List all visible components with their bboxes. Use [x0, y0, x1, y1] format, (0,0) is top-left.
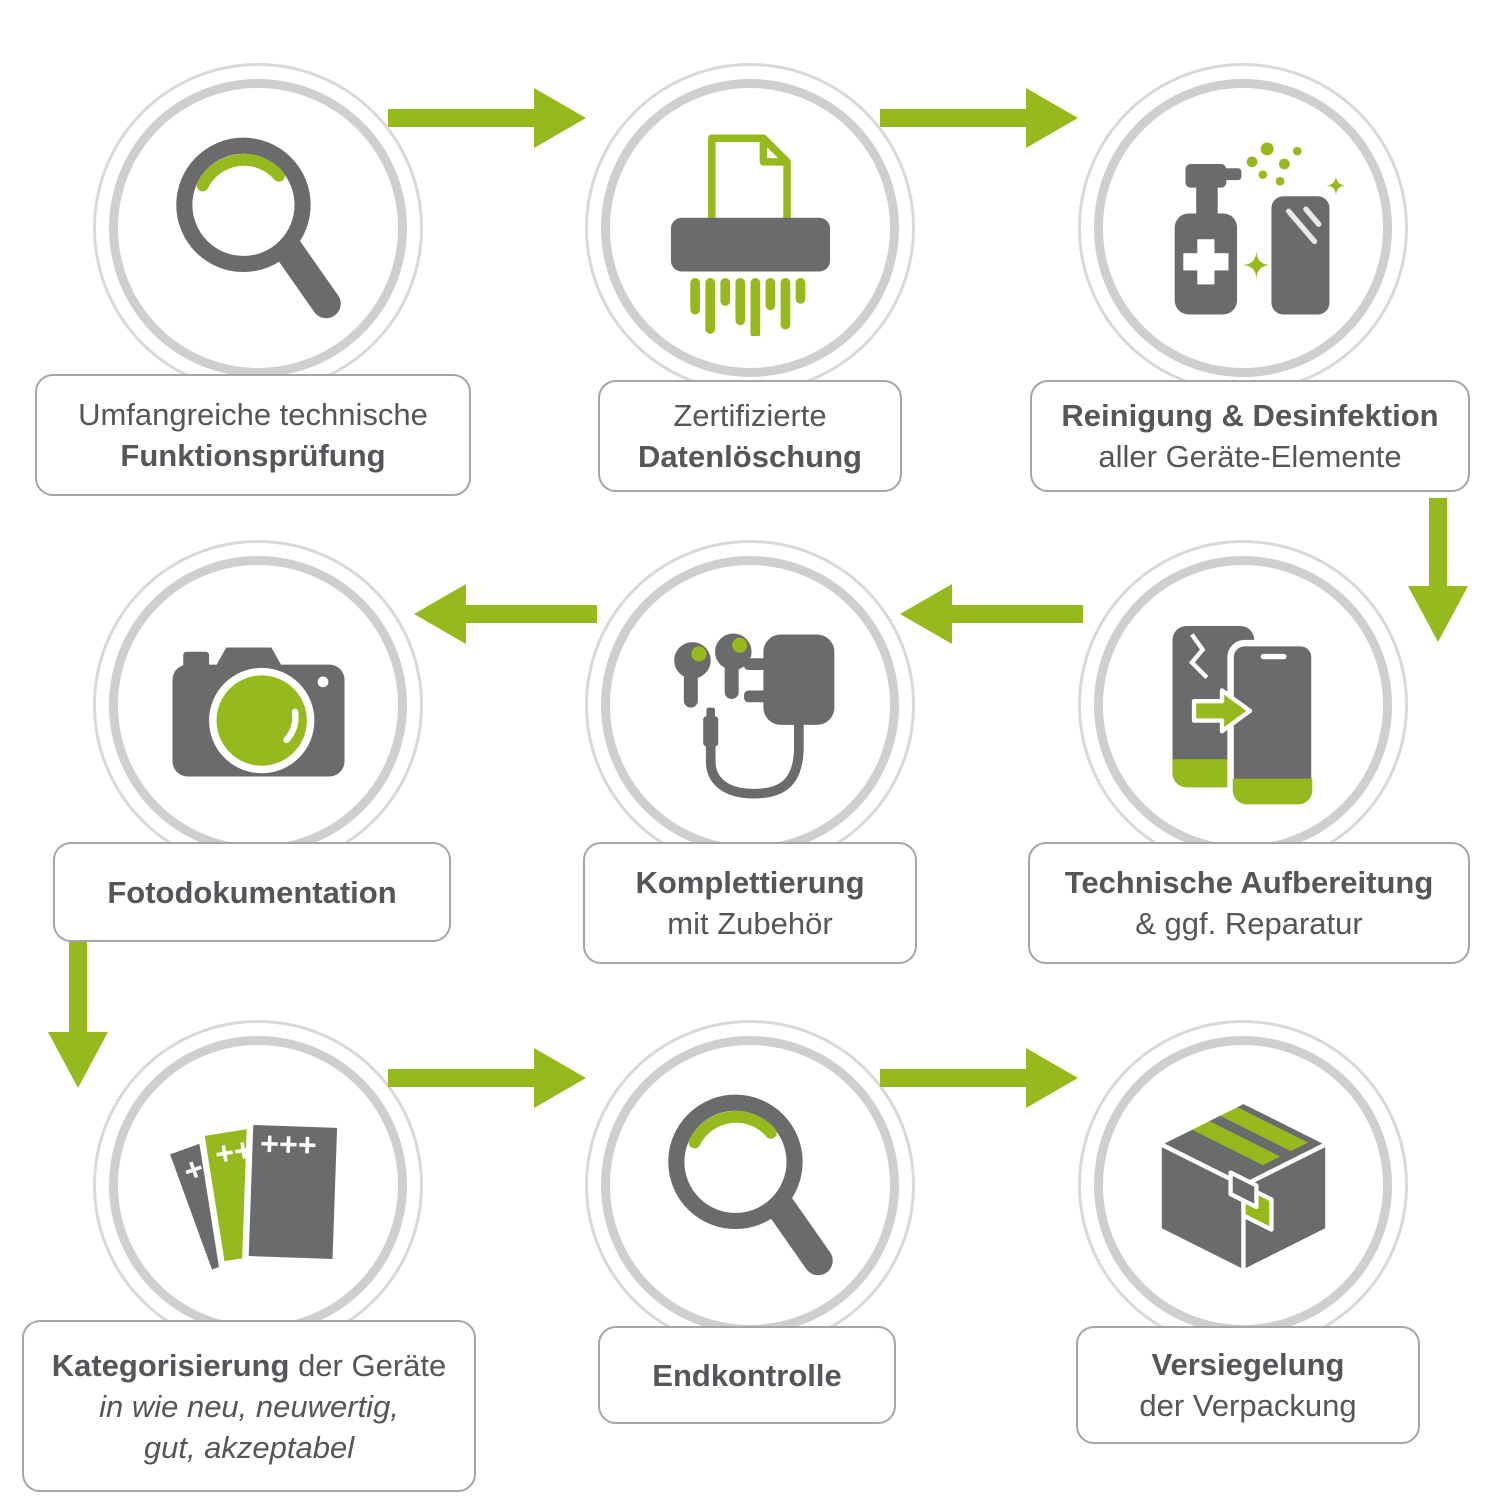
step-5-circle-inner: [601, 556, 899, 854]
label-line: Endkontrolle: [652, 1357, 842, 1393]
step-4-circle: [1078, 540, 1408, 870]
step-2-circle: [585, 63, 915, 393]
step-6-circle-inner: [109, 556, 407, 854]
label-line: in wie neu, neuwertig,: [99, 1388, 399, 1424]
label-line: & ggf. Reparatur: [1135, 906, 1363, 941]
arrow-left-step5-step6: [414, 584, 597, 644]
label-line: der Verpackung: [1139, 1388, 1357, 1423]
step-4-label: Technische Aufbereitung & ggf. Reparatur: [1028, 842, 1470, 964]
step-6-circle: [93, 540, 423, 870]
arrow-down-step3-step4: [1408, 498, 1468, 642]
step-3-circle: [1078, 63, 1408, 393]
label-line: Technische Aufbereitung: [1064, 865, 1434, 900]
step-8-circle: [585, 1020, 915, 1350]
step-8-circle-inner: [601, 1036, 899, 1334]
arrow-right-step7-step8: [388, 1048, 586, 1108]
label-line: Zertifizierte: [673, 398, 827, 433]
step-2-circle-inner: [601, 79, 899, 377]
phone-refurbish-icon: [1172, 625, 1318, 810]
step-2-label: Zertifizierte Datenlöschung: [598, 380, 902, 492]
label-line: Datenlöschung: [638, 439, 862, 474]
disinfection-spray-icon: [1174, 142, 1347, 314]
step-1-label: Umfangreiche technische Funktionsprüfung: [35, 374, 471, 496]
label-line: Kategorisierung der Geräte: [51, 1347, 447, 1383]
label-line: Komplettierung: [635, 865, 865, 900]
label-line: mit Zubehör: [667, 906, 833, 941]
step-8-label: Endkontrolle: [598, 1326, 896, 1424]
card-mark-plus-plus-plus: +++: [259, 1125, 317, 1163]
step-9-label: Versiegelung der Verpackung: [1076, 1326, 1420, 1444]
package-box-icon: [1157, 1099, 1329, 1274]
step-6-label: Fotodokumentation: [53, 842, 451, 942]
step-7-circle: + ++ +++: [93, 1020, 423, 1350]
arrow-left-step4-step5: [900, 584, 1083, 644]
label-line: Reinigung & Desinfektion: [1061, 398, 1439, 433]
step-7-label: Kategorisierung der Geräte in wie neu, n…: [22, 1320, 476, 1492]
step-4-circle-inner: [1094, 556, 1392, 854]
accessories-icon: [673, 632, 834, 798]
step-3-circle-inner: [1094, 79, 1392, 377]
magnifier-icon: [667, 1094, 833, 1275]
grading-cards-icon: + ++ +++: [161, 1115, 344, 1278]
label-line: Versiegelung: [1151, 1347, 1345, 1382]
label-line: Fotodokumentation: [107, 874, 397, 910]
label-line: Umfangreiche technische: [78, 397, 428, 432]
arrow-right-step8-step9: [880, 1048, 1078, 1108]
step-5-circle: [585, 540, 915, 870]
label-line: aller Geräte-Elemente: [1098, 439, 1402, 474]
step-3-label: Reinigung & Desinfektion aller Geräte-El…: [1030, 380, 1470, 492]
step-5-label: Komplettierung mit Zubehör: [583, 842, 917, 964]
arrow-right-step1-step2: [388, 88, 586, 148]
magnifier-icon: [175, 137, 341, 318]
step-9-circle: [1078, 1020, 1408, 1350]
label-line: gut, akzeptabel: [143, 1429, 355, 1465]
step-1-circle-inner: [109, 79, 407, 377]
step-1-circle: [93, 63, 423, 393]
step-9-circle-inner: [1094, 1036, 1392, 1334]
shredder-icon: [670, 133, 830, 336]
camera-icon: [172, 646, 344, 776]
arrow-down-step6-step7: [48, 942, 108, 1088]
step-7-circle-inner: + ++ +++: [109, 1036, 407, 1334]
label-line: Funktionsprüfung: [120, 438, 386, 473]
arrow-right-step2-step3: [880, 88, 1078, 148]
